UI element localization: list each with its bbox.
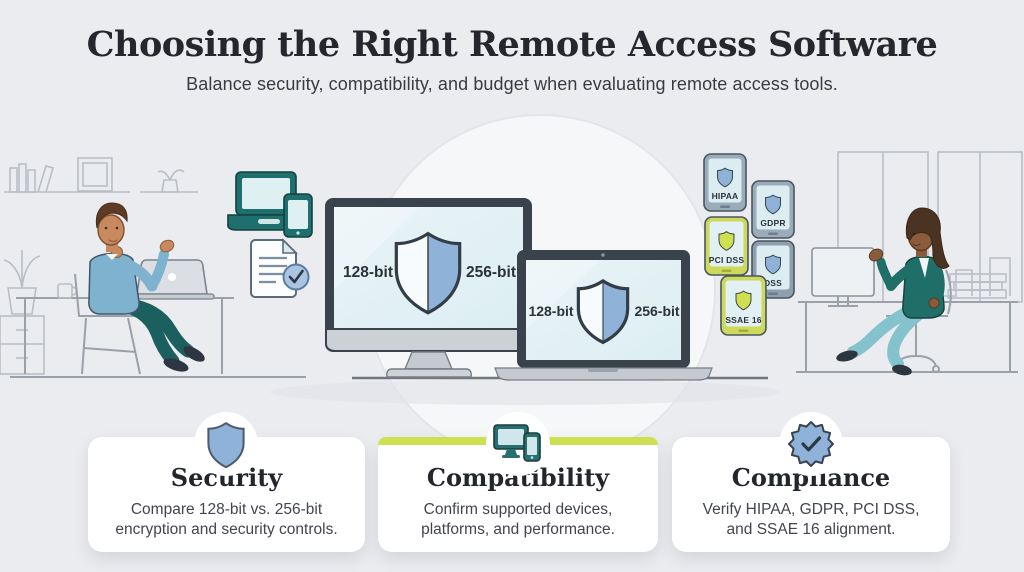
card-compliance-body: Verify HIPAA, GDPR, PCI DSS, and SSAE 16…: [702, 501, 920, 539]
laptop-illustration: 128-bit 256-bit: [494, 250, 713, 381]
svg-text:GDPR: GDPR: [760, 218, 785, 228]
compliance-badge-gdpr: GDPR: [751, 180, 795, 239]
card-compatibility-body: Confirm supported devices, platforms, an…: [421, 501, 615, 539]
svg-text:PCI DSS: PCI DSS: [709, 255, 745, 265]
svg-text:HIPAA: HIPAA: [712, 191, 739, 201]
laptop-tablet-icon: [227, 171, 313, 238]
laptop-right-label: 256-bit: [634, 303, 679, 319]
page-title: Choosing the Right Remote Access Softwar…: [86, 24, 938, 65]
devices-icon: [493, 424, 541, 462]
document-check-icon: [250, 238, 310, 298]
check-badge-icon: [788, 421, 834, 467]
desktop-monitor-illustration: 128-bit 256-bit: [325, 198, 532, 378]
monitor-left-label: 128-bit: [343, 264, 393, 281]
compliance-badge-pci-dss: PCI DSS: [704, 216, 749, 276]
compliance-icon-notch: [779, 412, 843, 476]
monitor-right-label: 256-bit: [466, 264, 516, 281]
laptop-left-label: 128-bit: [528, 303, 573, 319]
floor-shadow: [270, 379, 780, 405]
svg-text:DSS: DSS: [764, 278, 782, 288]
compliance-badges: HIPAA GDPR PCI DSS DSS: [703, 153, 795, 336]
shield-icon: [207, 421, 245, 468]
header: Choosing the Right Remote Access Softwar…: [0, 24, 1024, 95]
compatibility-icon-notch: [486, 412, 550, 476]
compliance-badge-hipaa: HIPAA: [703, 153, 747, 212]
person-left-illustration: [74, 202, 205, 375]
page-subtitle: Balance security, compatibility, and bud…: [186, 74, 838, 94]
compliance-badge-ssae-16: SSAE 16: [720, 275, 767, 336]
security-icon-notch: [194, 412, 258, 476]
person-right-illustration: [836, 207, 952, 376]
card-security-body: Compare 128-bit vs. 256-bit encryption a…: [115, 501, 338, 539]
svg-text:SSAE 16: SSAE 16: [725, 315, 761, 325]
